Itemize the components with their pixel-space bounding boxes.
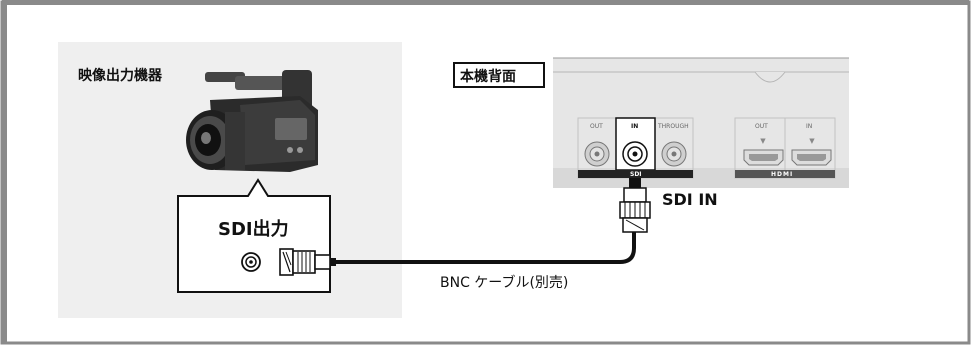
sdi-through-jack-icon <box>661 141 687 167</box>
sdi-in-port-label: IN <box>631 123 639 130</box>
sdi-input-label: SDI IN <box>662 190 718 209</box>
sdi-in-jack-icon <box>622 141 648 167</box>
sdi-out-jack-icon <box>584 141 610 167</box>
hdmi-out-port-label: OUT <box>755 123 768 130</box>
rear-panel: ▼ ▼ <box>553 57 849 188</box>
bnc-plug-left-icon <box>279 248 336 276</box>
bnc-plug-right-icon <box>619 178 651 233</box>
rear-panel-title-box <box>453 62 545 88</box>
rear-panel-title: 本機背面 <box>460 69 516 85</box>
sdi-out-port-label: OUT <box>590 123 603 130</box>
bnc-cable <box>334 232 636 264</box>
cable-label: BNC ケーブル(別売) <box>440 275 569 291</box>
camcorder-illustration <box>186 70 318 172</box>
sdi-through-port-label: THROUGH <box>658 123 689 130</box>
svg-text:▼: ▼ <box>760 137 766 145</box>
sdi-output-jack-icon <box>241 252 261 272</box>
sdi-output-label: SDI出力 <box>218 219 289 240</box>
hdmi-group-label: HDMI <box>771 171 794 178</box>
sdi-group-label: SDI <box>630 171 642 178</box>
svg-text:▼: ▼ <box>809 137 815 145</box>
hdmi-in-port-label: IN <box>806 123 813 130</box>
source-device-title: 映像出力機器 <box>78 68 162 84</box>
